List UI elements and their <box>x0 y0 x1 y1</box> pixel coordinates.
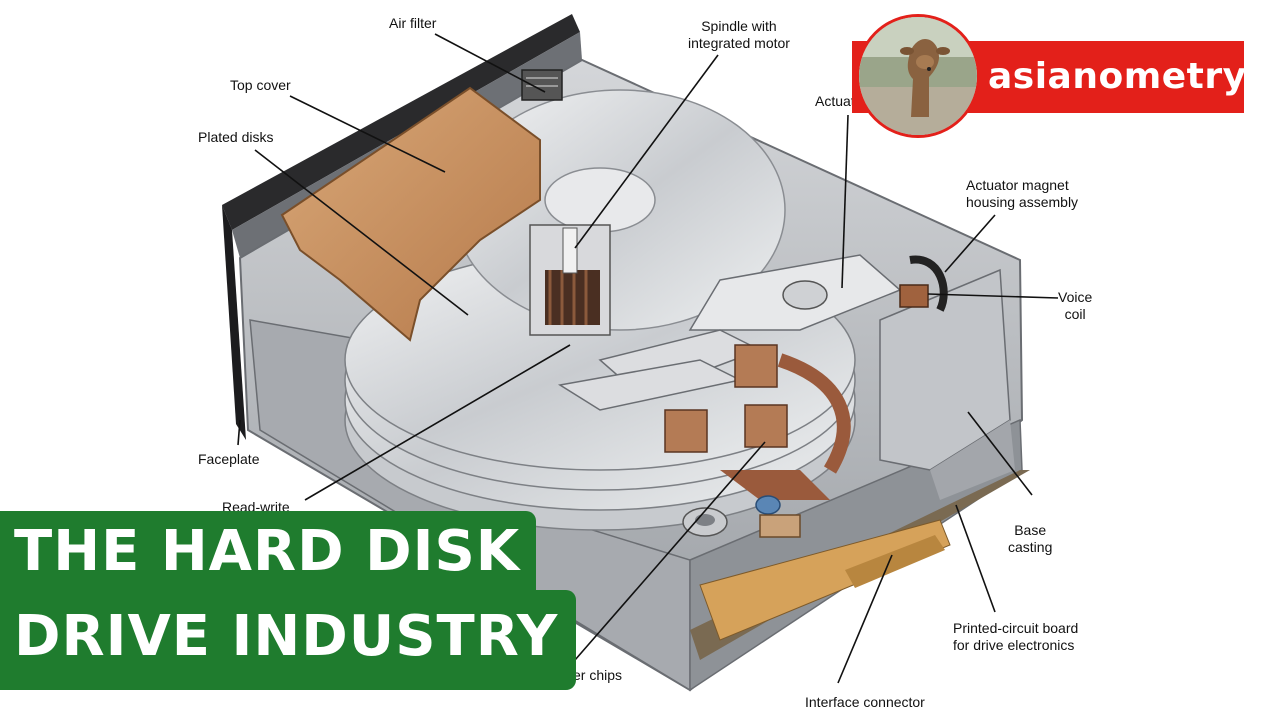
actuator-arm-assembly <box>557 254 902 500</box>
base-fittings <box>682 495 801 538</box>
label-base-casting-line-1: Base <box>1014 522 1047 538</box>
printed-circuit-board <box>690 470 1030 660</box>
label-plated-disks: Plated disks <box>198 129 274 145</box>
label-printed-circuit-board: Printed-circuit board for drive electron… <box>953 620 1078 654</box>
label-actuator-magnet: Actuator magnet housing assembly <box>966 177 1078 211</box>
label-pcb-line-1: Printed-circuit board <box>953 620 1079 636</box>
video-title-line-2: DRIVE INDUSTRY <box>0 590 576 690</box>
label-actuator: Actuat <box>815 93 855 109</box>
air-filter <box>521 69 563 101</box>
label-base-casting: Base casting <box>1008 522 1052 556</box>
deer-avatar-image <box>859 17 977 135</box>
label-faceplate: Faceplate <box>198 451 260 467</box>
label-spindle-line-1: Spindle with <box>701 18 777 34</box>
label-pcb-line-2: for drive electronics <box>953 637 1075 653</box>
video-title-line-1: THE HARD DISK <box>0 511 536 593</box>
label-base-casting-line-2: casting <box>1008 539 1053 555</box>
channel-name: asianometry <box>988 56 1247 97</box>
label-air-filter: Air filter <box>389 15 437 31</box>
voice-coil <box>899 255 948 312</box>
label-driver-chips: er chips <box>573 667 623 683</box>
label-spindle-line-2: integrated motor <box>688 35 790 51</box>
label-voice-coil-line-2: coil <box>1064 306 1086 322</box>
label-spindle: Spindle with integrated motor <box>688 18 790 52</box>
label-voice-coil: Voice coil <box>1058 289 1092 323</box>
channel-avatar <box>856 14 980 138</box>
spindle-motor <box>529 224 611 336</box>
label-voice-coil-line-1: Voice <box>1058 289 1093 305</box>
label-actuator-magnet-line-1: Actuator magnet <box>966 177 1069 193</box>
top-cover <box>280 86 541 342</box>
leader-lines <box>237 33 1059 684</box>
label-top-cover: Top cover <box>230 77 291 93</box>
label-interface-connector: Interface connector <box>805 694 925 710</box>
label-actuator-magnet-line-2: housing assembly <box>966 194 1079 210</box>
